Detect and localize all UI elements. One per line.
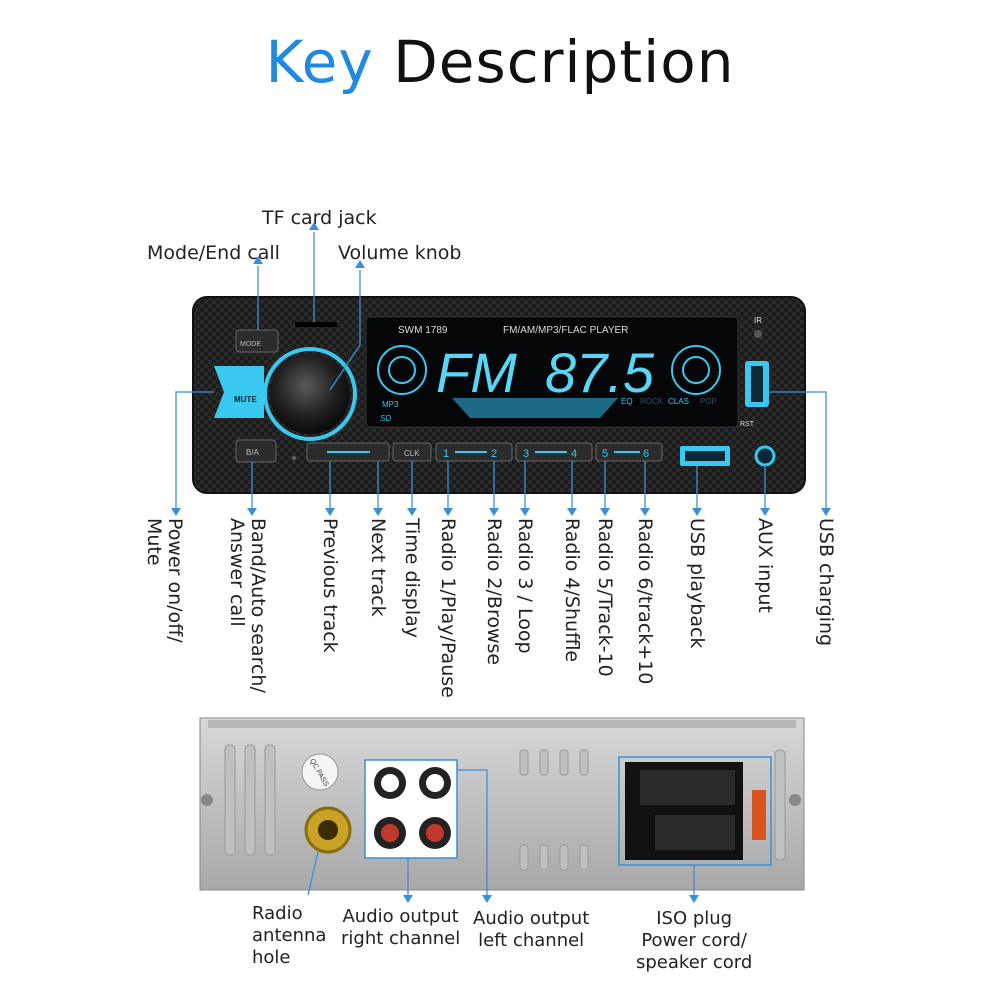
display-pop: POP (700, 397, 717, 406)
label-mode-end-call: Mode/End call (147, 242, 280, 264)
display-mp3: MP3 (382, 400, 399, 409)
title-description: Description (393, 28, 735, 96)
mute-button-label: MUTE (234, 395, 257, 404)
label-radio-4: Radio 4/Shuffle (561, 518, 583, 663)
label-volume-knob: Volume knob (338, 242, 462, 264)
mute-button (214, 366, 264, 418)
display-clas: CLAS (668, 397, 689, 406)
speaker-left-icon (377, 345, 427, 395)
mode-button (235, 329, 279, 353)
label-usb-playback: USB playback (686, 518, 708, 649)
label-power-mute: Power on/off/Mute (143, 518, 186, 643)
title-key: Key (265, 28, 374, 96)
screw-right (789, 794, 801, 806)
button-4-label: 4 (571, 448, 577, 460)
ir-label: IR (754, 316, 762, 325)
label-band-auto-search: Band/Auto search/Answer call (226, 518, 269, 693)
label-radio-3: Radio 3 / Loop (514, 518, 536, 654)
button-2-label: 2 (491, 448, 497, 460)
label-time-display: Time display (401, 518, 423, 639)
button-6-label: 6 (643, 448, 649, 460)
label-next-track: Next track (367, 518, 389, 617)
qc-pass-sticker (301, 753, 339, 791)
page-title: Key Description (0, 28, 1000, 96)
back-leader-lines (307, 769, 695, 897)
back-vents (224, 744, 786, 871)
iso-plug-box (618, 756, 772, 866)
label-tf-card-jack: TF card jack (262, 207, 377, 229)
display-rock: ROCK (640, 397, 664, 406)
aux-input-jack (754, 445, 776, 467)
fuse (752, 790, 766, 840)
display-sd: SD (380, 414, 391, 423)
button-1-label: 1 (443, 448, 449, 460)
band-button-label: B/A (246, 448, 260, 457)
button-5-label: 5 (602, 448, 608, 460)
band-button (235, 439, 277, 463)
mode-button-label: MODE (240, 341, 261, 348)
label-radio-1: Radio 1/Play/Pause (437, 518, 459, 698)
front-leader-lines (175, 232, 827, 510)
label-usb-charging: USB charging (815, 518, 837, 647)
display-band: FM (436, 341, 517, 404)
volume-knob (270, 354, 350, 434)
button-3-label: 3 (523, 448, 529, 460)
tf-card-slot (295, 322, 337, 327)
display-model: SWM 1789 (398, 325, 448, 336)
display-player: FM/AM/MP3/FLAC PLAYER (503, 325, 628, 336)
spectrum-bars (452, 398, 618, 418)
screw-left (201, 794, 213, 806)
label-radio-5: Radio 5/Track-10 (594, 518, 616, 677)
clk-button-label: CLK (404, 449, 420, 458)
display-eq: EQ (621, 397, 633, 406)
display-frequency: 87.5 (545, 341, 655, 404)
label-previous-track: Previous track (319, 518, 341, 653)
label-aux-input: AUX input (754, 518, 776, 613)
speaker-right-icon (671, 345, 721, 395)
volume-knob-ring (263, 347, 357, 441)
front-arrowheads (171, 222, 831, 516)
label-radio-2: Radio 2/Browse (483, 518, 505, 666)
rst-label: RST (740, 421, 755, 428)
label-radio-6: Radio 6/track+10 (634, 518, 656, 685)
